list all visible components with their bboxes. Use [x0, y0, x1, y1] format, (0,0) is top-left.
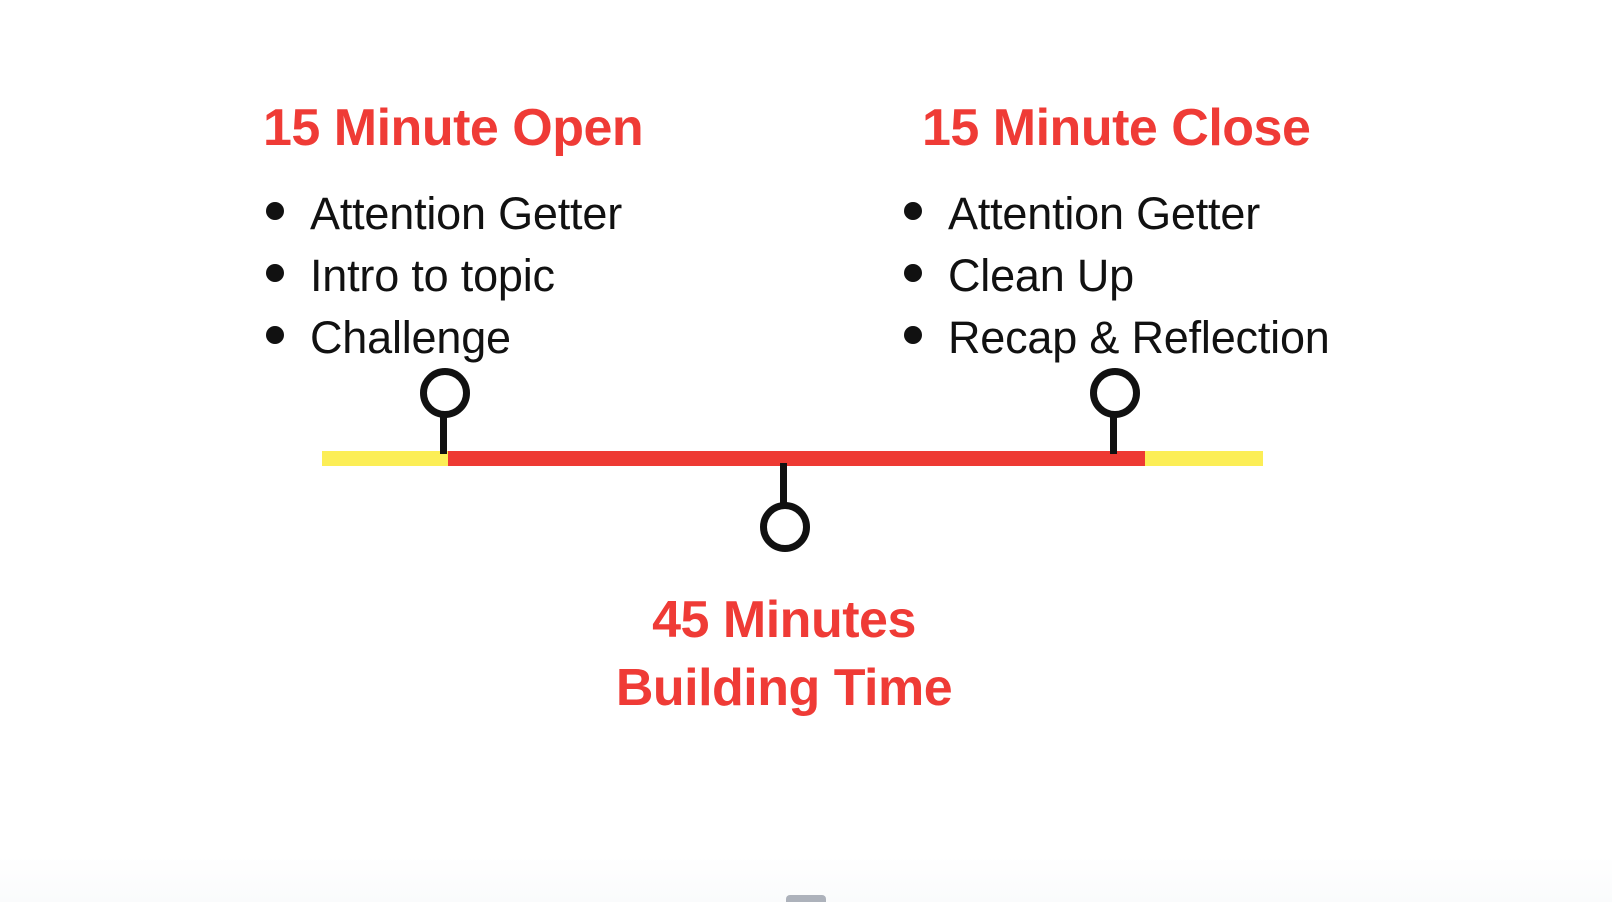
list-item-label: Intro to topic [310, 250, 555, 301]
bullet-dot-icon [266, 202, 284, 220]
list-item-label: Attention Getter [310, 188, 622, 239]
list-item: Attention Getter [904, 183, 1330, 245]
close-section-heading: 15 Minute Close [922, 99, 1311, 157]
bottom-drag-handle[interactable] [786, 895, 826, 902]
marker-stem [1110, 414, 1117, 454]
list-item: Intro to topic [266, 245, 622, 307]
list-item: Challenge [266, 307, 622, 369]
bullet-dot-icon [904, 326, 922, 344]
bottom-edge-fade [0, 856, 1612, 902]
bullet-dot-icon [266, 264, 284, 282]
list-item: Attention Getter [266, 183, 622, 245]
list-item-label: Attention Getter [948, 188, 1260, 239]
bullet-dot-icon [904, 202, 922, 220]
build-time-caption: 45 Minutes Building Time [0, 586, 1590, 722]
list-item: Recap & Reflection [904, 307, 1330, 369]
build-time-line-1: 45 Minutes [652, 591, 916, 649]
marker-circle-icon [1090, 368, 1140, 418]
marker-circle-icon [420, 368, 470, 418]
bullet-dot-icon [904, 264, 922, 282]
timeline-segment-build [448, 451, 1145, 466]
timeline-segment-close [1145, 451, 1263, 466]
bullet-dot-icon [266, 326, 284, 344]
list-item-label: Clean Up [948, 250, 1135, 301]
open-section-heading: 15 Minute Open [263, 99, 644, 157]
list-item: Clean Up [904, 245, 1330, 307]
close-section-list: Attention Getter Clean Up Recap & Reflec… [904, 183, 1330, 369]
marker-stem [780, 463, 787, 505]
build-time-line-2: Building Time [615, 659, 953, 717]
marker-circle-icon [760, 502, 810, 552]
list-item-label: Challenge [310, 312, 511, 363]
timeline-segment-open [322, 451, 448, 466]
open-section-list: Attention Getter Intro to topic Challeng… [266, 183, 622, 369]
marker-stem [440, 414, 447, 454]
list-item-label: Recap & Reflection [948, 312, 1330, 363]
